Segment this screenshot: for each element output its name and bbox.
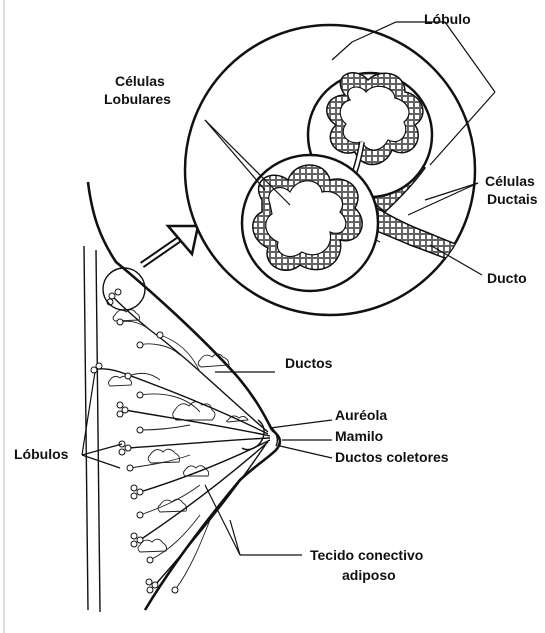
label-mamilo: Mamilo [335, 428, 383, 444]
magnified-region-marker [103, 268, 145, 310]
label-ducto: Ducto [487, 270, 527, 286]
label-lobulo: Lóbulo [424, 11, 471, 27]
adipose-tissue [109, 310, 249, 552]
label-aureola: Auréola [335, 407, 387, 423]
label-ductos-coletores: Ductos coletores [335, 449, 449, 465]
label-tecido-1: Tecido conectivo [310, 547, 423, 563]
label-ductos: Ductos [285, 355, 333, 371]
label-celulas-lobulares-2: Lobulares [104, 91, 171, 107]
magnify-arrow [142, 226, 198, 265]
label-celulas-lobulares-1: Células [115, 73, 165, 89]
label-celulas-ductais-1: Células [485, 173, 535, 189]
label-lobulos: Lóbulos [14, 446, 69, 462]
label-celulas-ductais-2: Ductais [487, 191, 538, 207]
label-tecido-2: adiposo [342, 567, 396, 583]
lobule-buds [91, 289, 178, 593]
